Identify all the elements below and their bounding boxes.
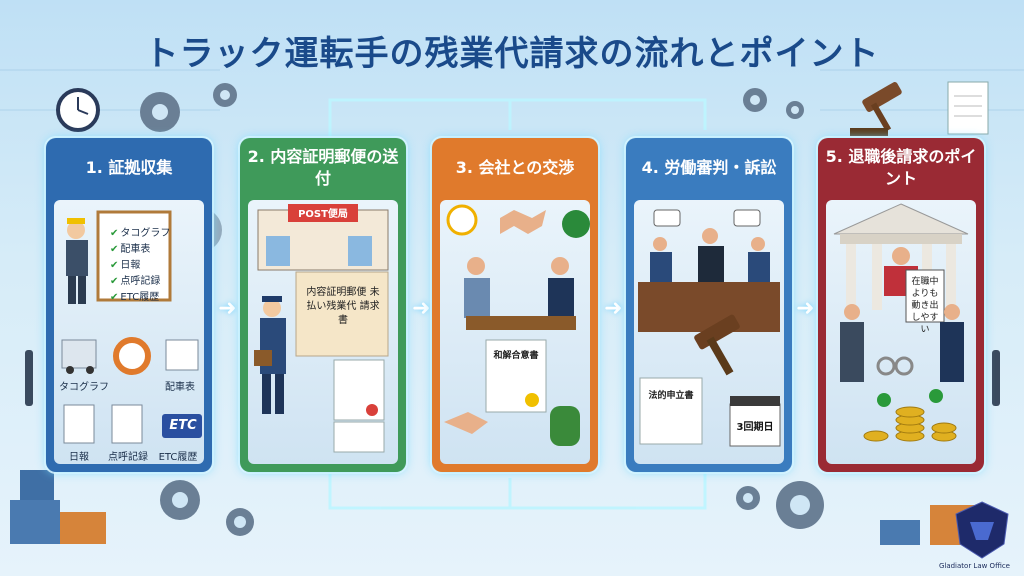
- clock-icon: [56, 88, 100, 132]
- flow-arrow-icon: ➜: [218, 296, 237, 321]
- checklist-item: ✔タコグラフ: [110, 228, 171, 239]
- page-title: トラック運転手の残業代請求の流れとポイント: [144, 34, 880, 74]
- step-card-4: 4. 労働審判・訴訟 法的申立書 3回期日: [626, 138, 792, 472]
- document-title: 法的申立書: [648, 391, 694, 401]
- step-heading: 3. 会社との交渉: [455, 158, 575, 177]
- step-illustration: 在職中よりも動き出しやすい: [826, 200, 976, 464]
- flow-lines: [328, 98, 707, 510]
- wrench-icon: [25, 350, 1000, 406]
- step-heading: 2. 内容証明郵便の送付: [247, 147, 399, 188]
- postman-illustration: [254, 204, 389, 453]
- calendar-label: 3回期日: [736, 422, 774, 433]
- etc-badge: ETC: [169, 418, 197, 433]
- checklist-item: ✔点呼記録: [110, 276, 161, 287]
- item-label: タコグラフ: [59, 382, 109, 393]
- item-label: 点呼記録: [108, 452, 148, 463]
- step-illustration: POST便局 内容証明郵便 未払い残業代 請求書: [248, 200, 398, 464]
- step-heading: 5. 退職後請求のポイント: [825, 147, 977, 188]
- step-illustration: 和解合意書: [440, 200, 590, 464]
- item-label: 日報: [69, 452, 89, 463]
- step-illustration: ✔タコグラフ ✔配車表 ✔日報 ✔点呼記録 ✔ETC履歴 タコグラフ 配車表 日…: [54, 200, 204, 464]
- worker-illustration: [61, 210, 202, 444]
- step-card-5: 5. 退職後請求のポイント: [818, 138, 984, 472]
- step-card-3: 3. 会社との交渉 和解合意書: [432, 138, 598, 472]
- post-sign: POST便局: [298, 209, 348, 220]
- step-illustration: 法的申立書 3回期日: [634, 200, 784, 464]
- step-heading: 1. 証拠収集: [85, 158, 173, 177]
- checklist-item: ✔ETC履歴: [110, 292, 160, 303]
- courthouse-illustration: [833, 203, 969, 442]
- checklist-item: ✔日報: [110, 260, 141, 271]
- item-label: 配車表: [165, 382, 195, 393]
- step-card-2: 2. 内容証明郵便の送付 POST便局 内容証明郵便 未払い残業代 請求書: [240, 138, 406, 472]
- item-label: ETC履歴: [158, 452, 198, 463]
- checklist-item: ✔配車表: [110, 244, 151, 255]
- gavel-icon: [850, 82, 902, 136]
- letter-text: 内容証明郵便 未払い残業代 請求書: [306, 287, 380, 326]
- logo-text: Gladiator Law Office: [938, 562, 1010, 570]
- step-heading: 4. 労働審判・訴訟: [641, 158, 777, 177]
- law-office-logo: [955, 501, 1009, 559]
- document-icon: [947, 81, 989, 135]
- sign-text: 在職中よりも動き出しやすい: [911, 277, 939, 335]
- negotiation-illustration: [444, 204, 590, 446]
- court-illustration: [638, 209, 781, 447]
- document-title: 和解合意書: [493, 351, 539, 361]
- step-card-1: 1. 証拠収集 ✔タコグラフ ✔配車表: [46, 138, 212, 472]
- flow-arrow-icon: ➜: [412, 296, 431, 321]
- flow-arrow-icon: ➜: [604, 296, 623, 321]
- flow-arrow-icon: ➜: [796, 296, 815, 321]
